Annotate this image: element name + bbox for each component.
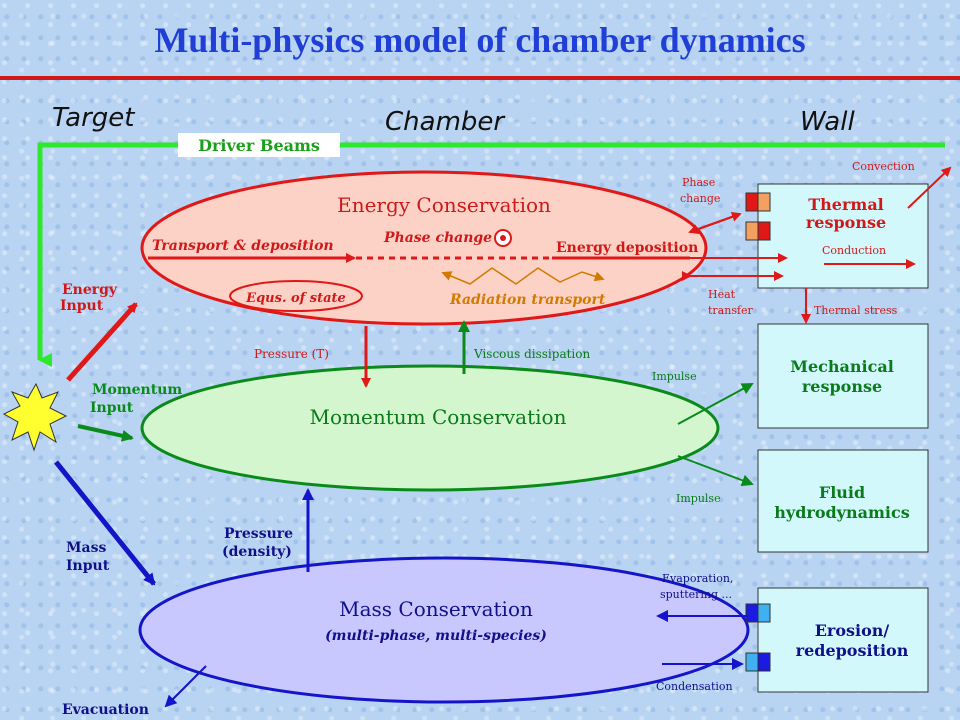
driver-beams-label-box xyxy=(178,133,340,157)
thermal-response-label-2: response xyxy=(806,213,886,232)
wall-cell-red-2 xyxy=(757,221,771,241)
heat-transfer-label-1: Heat xyxy=(708,288,736,301)
header-target: Target xyxy=(52,103,135,133)
evaporation-label-1: Evaporation, xyxy=(662,572,733,585)
erosion-redeposition-label-2: redeposition xyxy=(796,641,909,660)
mass-conservation-ellipse xyxy=(138,556,750,704)
momentum-input-label-2: Input xyxy=(90,400,134,416)
energy-conservation-title: Energy Conservation xyxy=(337,193,551,217)
viscous-dissipation-label: Viscous dissipation xyxy=(473,347,590,361)
erosion-redeposition-label-1: Erosion/ xyxy=(815,621,890,640)
mass-input-arrow xyxy=(54,460,156,586)
mass-conservation-title: Mass Conservation xyxy=(339,597,533,621)
impulse-fluid-arrow xyxy=(677,455,754,487)
fluid-hydrodynamics-label-1: Fluid xyxy=(819,483,865,502)
wall-cell-red-1 xyxy=(745,192,759,212)
heat-transfer-label-2: transfer xyxy=(708,304,754,317)
pressure-t-label: Pressure (T) xyxy=(254,347,329,361)
title-underline xyxy=(0,76,960,80)
momentum-conservation-title: Momentum Conservation xyxy=(310,405,567,429)
impulse-bottom-label: Impulse xyxy=(676,492,721,505)
eos-label: Equs. of state xyxy=(245,291,346,306)
convection-arrow xyxy=(907,166,952,209)
wall-cell-orange-2 xyxy=(745,221,759,241)
phase-change-wall-arrow-back xyxy=(688,213,741,234)
target-burst-icon xyxy=(2,382,68,452)
mass-input-label-1: Mass xyxy=(66,540,106,556)
energy-input-label-1: Energy xyxy=(62,282,118,298)
wall-cell-blue-2 xyxy=(757,652,771,672)
pressure-density-label-2: (density) xyxy=(222,544,292,560)
convection-label: Convection xyxy=(852,160,915,173)
header-wall: Wall xyxy=(800,107,855,137)
mechanical-response-label-2: response xyxy=(802,377,882,396)
energy-input-arrow xyxy=(66,302,138,382)
mechanical-response-box xyxy=(757,323,929,429)
momentum-input-label-1: Momentum xyxy=(92,382,182,398)
fluid-hydrodynamics-label-2: hydrodynamics xyxy=(774,503,909,522)
evacuation-arrow xyxy=(164,665,207,708)
energy-deposition-label: Energy deposition xyxy=(556,240,698,256)
energy-input-label-2: Input xyxy=(60,298,104,314)
thermal-stress-label: Thermal stress xyxy=(814,304,898,317)
erosion-redeposition-box xyxy=(757,587,929,693)
evacuation-label: Evacuation xyxy=(62,702,149,718)
wall-cell-cyan-2 xyxy=(745,652,759,672)
radiation-transport-label: Radiation transport xyxy=(449,292,606,308)
wall-cell-cyan-1 xyxy=(757,603,771,623)
impulse-top-label: Impulse xyxy=(652,370,697,383)
fluid-hydrodynamics-box xyxy=(757,449,929,553)
page-title: Multi-physics model of chamber dynamics xyxy=(154,20,805,60)
driver-beams-label: Driver Beams xyxy=(198,136,320,155)
phase-change-wall-label-1: Phase xyxy=(682,176,715,189)
thermal-response-box xyxy=(757,183,929,289)
thermal-response-label-1: Thermal xyxy=(808,195,884,214)
phase-change-icon xyxy=(494,229,512,247)
mechanical-response-label-1: Mechanical xyxy=(790,357,894,376)
impulse-mechanical-arrow xyxy=(677,383,754,425)
phase-change-label: Phase change xyxy=(383,230,492,246)
driver-beam-line xyxy=(37,142,945,367)
header-chamber: Chamber xyxy=(385,107,506,137)
mass-conservation-subtitle: (multi-phase, multi-species) xyxy=(325,628,547,644)
condensation-label: Condensation xyxy=(656,680,733,693)
wall-cell-blue-1 xyxy=(745,603,759,623)
eos-oval xyxy=(229,280,363,312)
phase-change-wall-label-2: change xyxy=(680,192,720,205)
mass-input-label-2: Input xyxy=(66,558,110,574)
momentum-conservation-ellipse xyxy=(140,364,720,492)
pressure-density-label-1: Pressure xyxy=(224,526,293,542)
energy-conservation-ellipse xyxy=(140,170,708,326)
evaporation-label-2: sputtering ... xyxy=(660,588,732,601)
momentum-input-arrow xyxy=(77,424,134,442)
radiation-zigzag xyxy=(441,267,605,285)
wall-cell-orange-1 xyxy=(757,192,771,212)
conduction-label: Conduction xyxy=(822,244,886,257)
transport-deposition-label: Transport & deposition xyxy=(152,238,334,254)
